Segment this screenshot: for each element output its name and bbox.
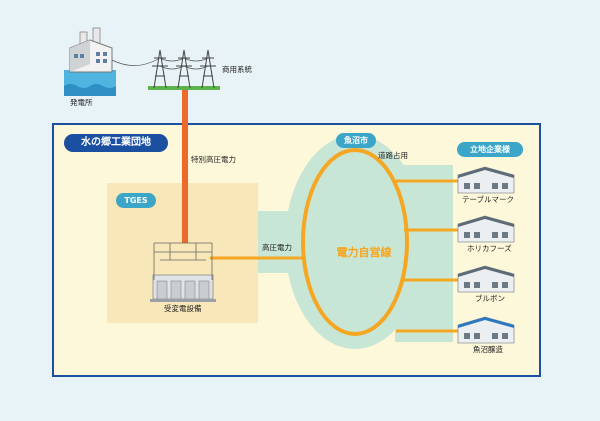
branch-lines [396, 179, 462, 333]
private-power-line-label: 電力自営線 [336, 246, 392, 259]
company-label: 魚沼醸造 [473, 345, 503, 354]
road-occupancy-label: 道路占用 [378, 151, 408, 160]
transmission-wires [111, 57, 209, 70]
private-power-line-ring [301, 148, 409, 336]
power-plant-label: 発電所 [70, 98, 93, 107]
city-label: 魚沼市 [336, 133, 376, 148]
extra-high-voltage-label: 特別高圧電力 [191, 155, 236, 164]
factory-icons [457, 166, 515, 344]
substation-icon [150, 242, 216, 302]
grid-label: 商用系統 [222, 65, 252, 74]
tges-label: TGES [116, 193, 156, 208]
tenants-header: 立地企業様 [457, 142, 523, 157]
industrial-complex-title: 水の郷工業団地 [64, 134, 168, 152]
transmission-towers [152, 49, 216, 89]
extra-high-voltage-line [182, 88, 188, 243]
high-voltage-label: 高圧電力 [262, 243, 292, 252]
company-label: ホリカフーズ [467, 244, 512, 253]
ground-strip [148, 86, 220, 90]
substation-label: 受変電設備 [164, 304, 202, 313]
company-label: テーブルマーク [462, 195, 515, 204]
power-plant-icon [64, 27, 116, 96]
company-label: ブルボン [475, 294, 505, 303]
